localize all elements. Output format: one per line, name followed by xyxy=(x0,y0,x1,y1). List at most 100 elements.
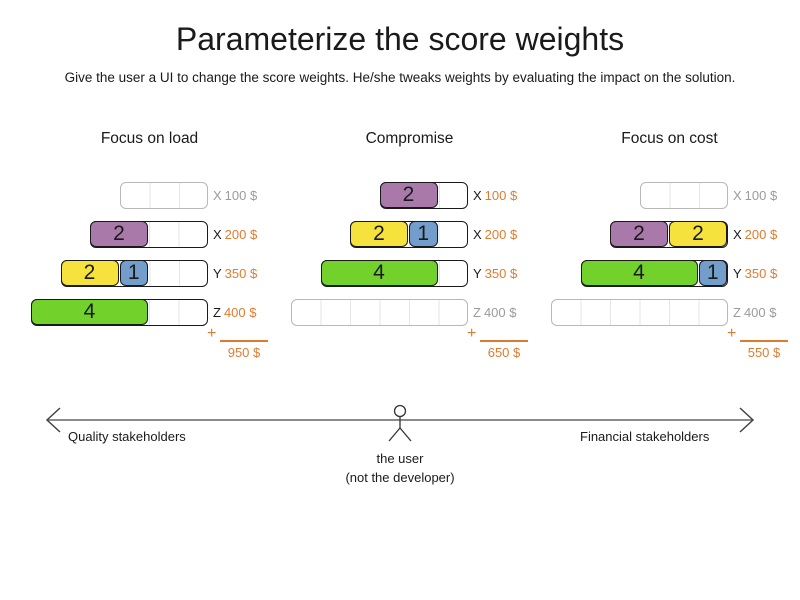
blue-weight-block: 1 xyxy=(409,221,438,247)
page-title: Parameterize the score weights xyxy=(175,21,625,57)
purple-weight-block: 2 xyxy=(610,221,668,247)
purple-weight-block: 2 xyxy=(379,182,438,208)
cost-value: 400 $ xyxy=(743,305,777,320)
stakeholder-axis-arrow xyxy=(45,404,755,442)
weight-track: 2 xyxy=(90,221,208,248)
quality-stakeholders-label: Quality stakeholders xyxy=(68,429,186,444)
constraint-letter: Y xyxy=(473,266,482,281)
constraint-letter: X xyxy=(473,188,482,203)
right-arrowhead-icon xyxy=(739,407,755,433)
sum-underline: + xyxy=(467,326,528,342)
user-caption: the user (not the developer) xyxy=(300,449,500,487)
user-actor-icon xyxy=(388,404,412,442)
user-caption-line2: (not the developer) xyxy=(345,470,455,485)
constraint-letter: Y xyxy=(733,266,742,281)
green-weight-block: 4 xyxy=(31,299,148,325)
cost-value: 100 $ xyxy=(224,188,258,203)
green-weight-block: 4 xyxy=(320,260,438,286)
constraint-letter: X xyxy=(213,227,222,242)
cost-value: 350 $ xyxy=(744,266,778,281)
cost-value: 200 $ xyxy=(224,227,258,242)
sum-underline: + xyxy=(207,326,268,342)
weight-track xyxy=(639,182,728,209)
plus-icon: + xyxy=(727,325,737,342)
column-header: Compromise xyxy=(365,130,454,147)
total-value: 650 $ xyxy=(487,345,521,360)
constraint-letter: Z xyxy=(473,305,481,320)
yellow-weight-block: 2 xyxy=(669,221,727,247)
yellow-weight-block: 2 xyxy=(60,260,119,286)
total-value: 550 $ xyxy=(747,345,781,360)
column-header: Focus on load xyxy=(100,130,199,147)
constraint-letter: X xyxy=(733,227,742,242)
blue-weight-block: 1 xyxy=(119,260,148,286)
yellow-weight-block: 2 xyxy=(350,221,408,247)
cost-value: 400 $ xyxy=(483,305,517,320)
weight-track: 4 xyxy=(31,299,208,326)
weight-track xyxy=(551,299,728,326)
sum-underline: + xyxy=(727,326,788,342)
weight-track xyxy=(291,299,468,326)
left-arrowhead-icon xyxy=(45,407,61,433)
purple-weight-block: 2 xyxy=(90,221,148,247)
column-total: + 950 $ xyxy=(207,326,268,360)
weight-track: 4 xyxy=(320,260,468,287)
column-total: + 550 $ xyxy=(727,326,788,360)
green-weight-block: 4 xyxy=(580,260,698,286)
weight-track xyxy=(119,182,208,209)
constraint-letter: Y xyxy=(213,266,222,281)
column-total: + 650 $ xyxy=(467,326,528,360)
constraint-letter: Z xyxy=(213,305,221,320)
financial-stakeholders-label: Financial stakeholders xyxy=(580,429,710,444)
plus-icon: + xyxy=(467,325,477,342)
cost-value: 400 $ xyxy=(223,305,257,320)
constraint-letter: X xyxy=(733,188,742,203)
cost-value: 350 $ xyxy=(484,266,518,281)
constraint-letter: Z xyxy=(733,305,741,320)
column-header: Focus on cost xyxy=(621,130,718,147)
cost-value: 100 $ xyxy=(744,188,778,203)
total-value: 950 $ xyxy=(227,345,261,360)
cost-value: 350 $ xyxy=(224,266,258,281)
cost-value: 200 $ xyxy=(484,227,518,242)
constraint-letter: X xyxy=(213,188,222,203)
user-caption-line1: the user xyxy=(376,451,424,466)
weight-track: 2 xyxy=(379,182,468,209)
cost-value: 100 $ xyxy=(484,188,518,203)
constraint-letter: X xyxy=(473,227,482,242)
